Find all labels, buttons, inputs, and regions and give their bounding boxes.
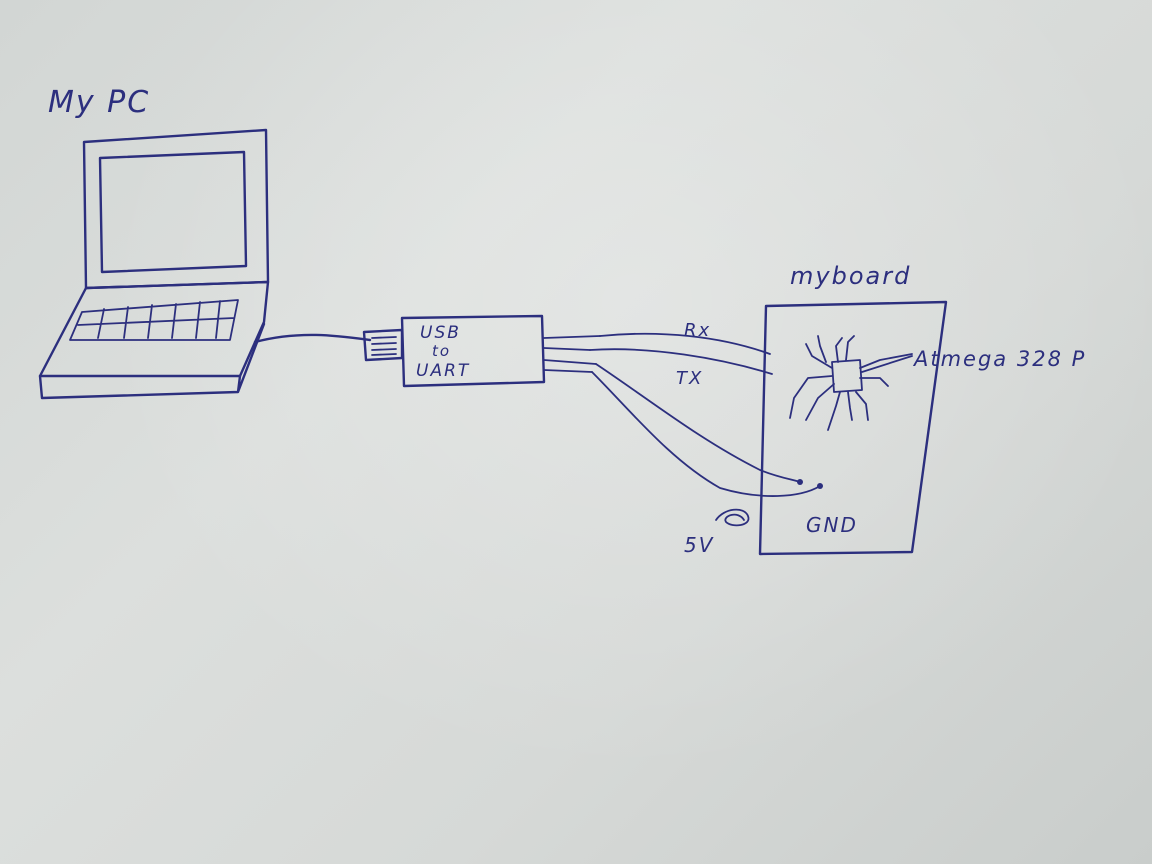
converter-label-line3: UART [416,361,470,381]
power-label: 5V [684,533,714,557]
laptop [38,128,372,400]
laptop-base-edge [38,322,266,400]
chip-body [831,359,863,393]
board [758,300,948,556]
wires [589,332,821,497]
vcc-wire [595,363,801,483]
chip [789,335,913,431]
chip-leader-line [861,355,913,373]
laptop-screen [98,150,248,274]
rx-wire [599,332,771,355]
laptop-keyboard [69,299,239,341]
board-label: myboard [790,262,911,290]
vcc-pin [797,479,803,485]
tx-wire [589,348,773,375]
chip-pins [789,335,913,431]
laptop-base [38,280,270,378]
usb-plug-contacts [371,336,397,356]
converter-wire-stubs [543,335,601,373]
gnd-wire [591,371,821,497]
converter-body [400,314,546,388]
gnd-pin [817,483,823,489]
board-outline [758,300,948,556]
converter-label-line2: to [432,342,451,360]
chip-label: Atmega 328 P [912,347,1086,371]
usb-plug [362,328,404,362]
laptop-usb-cable [253,333,372,344]
scribble-mark [715,508,750,527]
pc-label: My PC [48,85,150,120]
rx-label: Rx [684,320,711,341]
ground-label: GND [806,513,858,537]
tx-label: TX [676,368,703,389]
usb-uart-converter [362,314,601,388]
scribble [715,508,750,527]
converter-label-line1: USB [420,323,461,343]
